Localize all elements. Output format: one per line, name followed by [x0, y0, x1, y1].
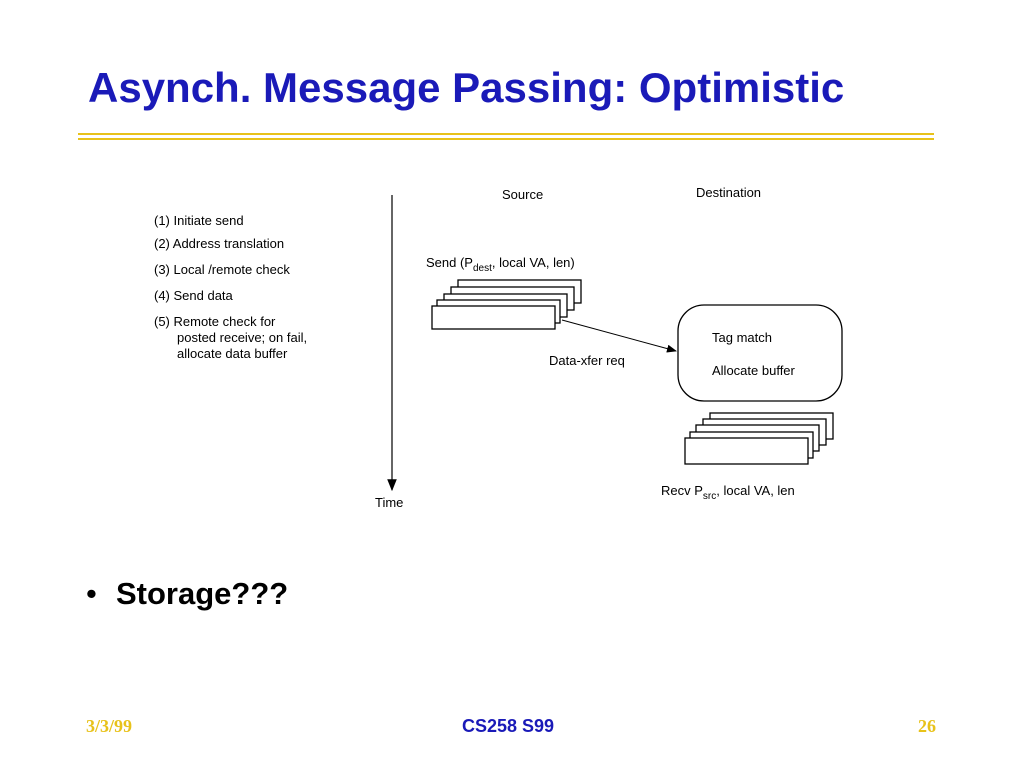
- step-address-translation: (2) Address translation: [154, 236, 285, 251]
- tag-match-label: Tag match: [712, 330, 772, 345]
- time-label: Time: [375, 495, 404, 510]
- bullet-marker: •: [86, 576, 97, 611]
- bullet-storage: • Storage???: [86, 576, 288, 612]
- send-call-suffix: , local VA, len): [491, 255, 575, 270]
- title-underline-top: [78, 133, 934, 135]
- title-underline-bottom: [78, 138, 934, 140]
- step-local-remote-check: (3) Local /remote check: [154, 262, 290, 277]
- footer-course: CS258 S99: [462, 716, 555, 736]
- send-call-label: Send (Pdest, local VA, len): [426, 255, 575, 274]
- footer-page-number: 26: [918, 716, 936, 736]
- recv-call-suffix: , local VA, len: [716, 483, 795, 498]
- send-buffer-stack: [431, 279, 582, 330]
- recv-call-subscript: src: [702, 491, 717, 502]
- footer-date: 3/3/99: [86, 716, 133, 736]
- allocate-buffer-label: Allocate buffer: [712, 363, 795, 378]
- data-xfer-arrow: [561, 319, 677, 353]
- slide-title: Asynch. Message Passing: Optimistic: [88, 64, 845, 111]
- step-remote-check-line2: posted receive; on fail,: [177, 330, 308, 345]
- step-initiate-send: (1) Initiate send: [154, 213, 244, 228]
- source-label: Source: [502, 187, 544, 202]
- step-remote-check: (5) Remote check for: [154, 314, 276, 329]
- destination-handler-box: [677, 304, 843, 402]
- recv-call-prefix: Recv P: [661, 483, 703, 498]
- recv-call-label: Recv Psrc, local VA, len: [661, 483, 795, 502]
- step-send-data: (4) Send data: [154, 288, 233, 303]
- step-remote-check-line3: allocate data buffer: [177, 346, 288, 361]
- bullet-text: Storage???: [116, 576, 289, 611]
- data-xfer-label: Data-xfer req: [549, 353, 625, 368]
- send-call-prefix: Send (P: [426, 255, 473, 270]
- destination-label: Destination: [696, 185, 762, 200]
- send-call-subscript: dest: [472, 263, 492, 274]
- recv-buffer-stack: [684, 412, 834, 465]
